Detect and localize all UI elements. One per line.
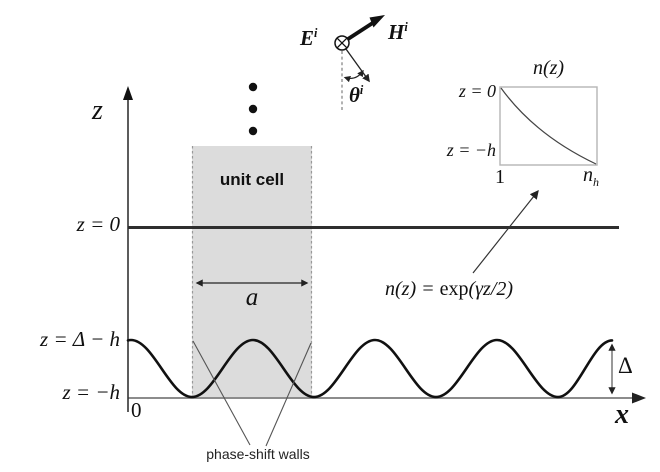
z0-level-label: z = 0 — [76, 212, 120, 236]
incident-wave-group — [334, 15, 385, 110]
inset-z-minus-h-label: z = −h — [446, 140, 496, 160]
index-formula: n(z) = exp(γz/2) — [385, 278, 513, 300]
index-profile-inset — [499, 86, 598, 166]
depth-label: Δ — [618, 353, 633, 378]
ellipsis-dot — [248, 82, 258, 92]
phase-shift-walls-label: phase-shift walls — [206, 446, 310, 462]
z-delta-h-level-label: z = Δ − h — [40, 327, 120, 351]
inset-index-curve — [500, 87, 597, 165]
x-axis-arrowhead-icon — [632, 392, 646, 404]
e-field-cross-stroke — [336, 37, 348, 49]
h-field-base: H — [388, 20, 405, 44]
ellipsis-dot — [248, 126, 258, 136]
h-field-arrow — [346, 19, 377, 41]
e-field-label: Ei — [300, 26, 318, 50]
inset-pointer-arrow — [472, 189, 539, 274]
inset-n-max-base: n — [583, 164, 593, 186]
incidence-angle-arc — [343, 69, 364, 83]
ellipsis-dot — [248, 104, 258, 114]
vertical-ellipsis-icon — [248, 82, 258, 136]
e-field-sup: i — [314, 26, 318, 40]
inset-n-max-label: nh — [583, 164, 599, 189]
x-axis-label: x — [615, 399, 629, 430]
inset-z0-label: z = 0 — [458, 81, 496, 101]
propagation-direction-arrow — [345, 48, 370, 83]
incidence-angle-sup: i — [359, 83, 364, 97]
inset-title: n(z) — [532, 57, 565, 79]
period-label: a — [245, 284, 259, 311]
corrugated-surface-curve — [126, 338, 614, 399]
wall-pointer-line-left — [192, 340, 251, 446]
z-minus-h-level-label: z = −h — [62, 380, 120, 404]
index-formula-lhs: n(z) = — [385, 278, 440, 300]
inset-n-min-label: 1 — [495, 166, 505, 188]
unit-cell-label: unit cell — [219, 170, 285, 189]
unit-cell-region — [192, 146, 312, 397]
e-field-base: E — [300, 26, 315, 50]
h-field-sup: i — [404, 20, 408, 34]
incidence-angle-label: θi — [349, 83, 364, 107]
index-formula-op: exp — [439, 278, 469, 300]
inset-plot-box — [499, 86, 598, 166]
z-axis-label: z — [92, 95, 103, 126]
wall-pointer-line-right — [265, 342, 312, 447]
origin-label: 0 — [131, 398, 142, 422]
incidence-angle-base: θ — [349, 83, 360, 107]
h-field-arrowhead-icon — [369, 15, 385, 28]
inset-n-max-sub: h — [593, 175, 599, 189]
z-axis-arrowhead-icon — [123, 86, 133, 100]
index-formula-arg: (γz/2) — [468, 278, 514, 300]
h-field-label: Hi — [388, 20, 408, 44]
